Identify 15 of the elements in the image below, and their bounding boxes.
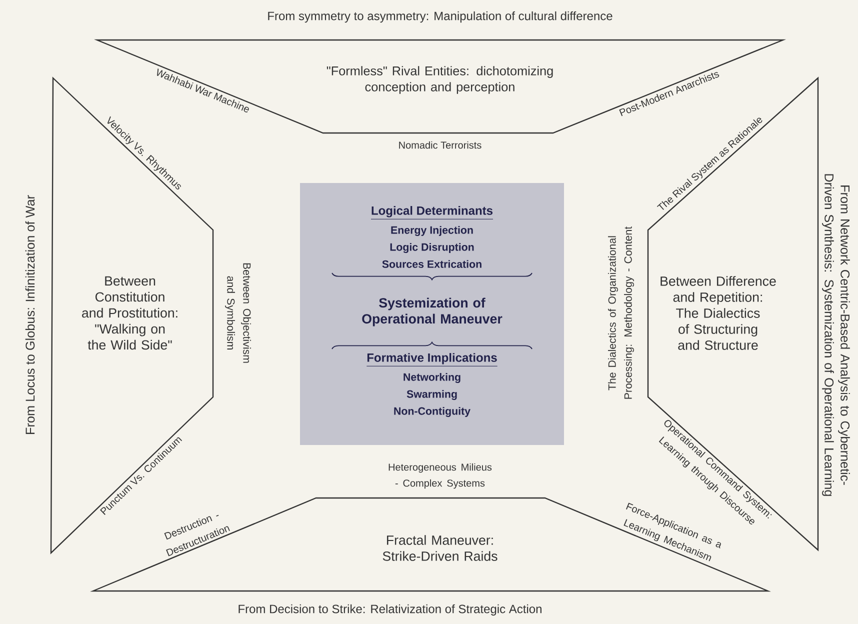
label: Heterogeneous Milieus - Complex Systems (388, 463, 492, 489)
list-item: Sources Extrication (382, 260, 482, 268)
heading: Logical Determinants (370, 206, 494, 220)
list-item: Non-Contiguity (394, 407, 470, 417)
list-item: Swarming (406, 390, 457, 400)
label: The Dialectics of Organizational Processing: Methodology - Content (608, 226, 634, 399)
list-item: Networking (404, 373, 460, 383)
label: From symmetry to asymmetry: Manipulation of cultural difference (268, 11, 612, 23)
heading: Systemization of Operational Maneuver (362, 298, 502, 326)
heading: Formative Implications (366, 353, 498, 366)
list-item: Energy Injection (391, 226, 473, 236)
label: From Locus to Globus: Infinitization of War (25, 195, 35, 434)
list-item: Logic Disruption (390, 243, 474, 253)
label: From Decision to Strike: Relativization of Strategic Action (238, 604, 542, 616)
label: Between Objectivism and Symbolism (225, 263, 251, 363)
